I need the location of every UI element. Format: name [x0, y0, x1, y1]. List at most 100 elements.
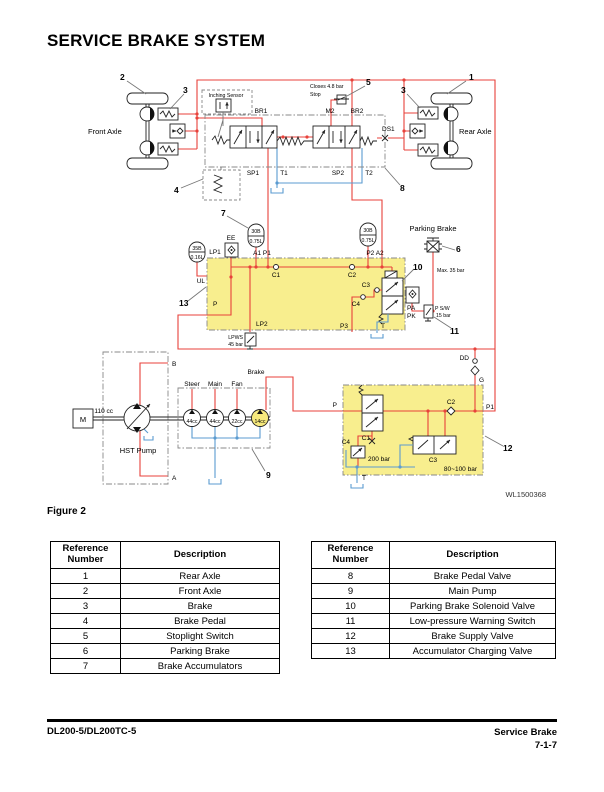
accumulator-35b: 35B 0.16L — [188, 241, 206, 263]
test-port-c3 — [374, 287, 380, 293]
relief-pressure-label: 200 bar — [368, 456, 391, 463]
reducing-valve-c3 — [407, 436, 457, 455]
callout-5: 5 — [366, 77, 371, 87]
port-t1: T1 — [280, 170, 288, 177]
footer-page-number: 7-1-7 — [534, 740, 557, 752]
motor-box — [72, 408, 94, 429]
port-pk: PK — [407, 313, 416, 320]
brake-system-schematic: Front Axle Rear Axle — [72, 72, 513, 489]
pedal-valve-spool-1 — [229, 125, 278, 149]
test-port-c2 — [349, 264, 355, 270]
port-p-supply: P — [333, 402, 337, 409]
svg-text:22cc: 22cc — [232, 419, 243, 425]
port-tb: T — [362, 475, 366, 482]
port-c4: C4 — [352, 301, 361, 308]
parking-brake-label: Parking Brake — [409, 224, 456, 233]
col-header-desc: Description — [389, 541, 556, 569]
hst-pump-label: HST Pump — [120, 446, 157, 455]
svg-text:30B: 30B — [251, 229, 261, 235]
main-pump-label: Main — [208, 381, 222, 388]
port-br1: BR1 — [255, 108, 268, 115]
port-p2-a2: P2 A2 — [366, 250, 384, 257]
reduced-pressure-label: 80~100 bar — [444, 466, 478, 473]
front-brake-disc-top — [150, 107, 155, 121]
port-ee: EE — [227, 235, 236, 242]
figure-caption: Figure 2 — [47, 506, 86, 517]
figure-code: WL1500368 — [505, 490, 546, 499]
inching-sensor-symbol — [215, 98, 232, 113]
port-m2: M2 — [325, 108, 334, 115]
lpws-pressure: 45 bar — [228, 342, 243, 348]
parking-solenoid-valve — [378, 270, 404, 325]
gear-pump-enclosure — [177, 387, 271, 449]
low-pressure-warning-switch: LPWS 45 bar — [228, 332, 257, 350]
col-header-desc: Description — [120, 541, 280, 569]
callout-11: 11 — [450, 326, 459, 336]
callout-3-front: 3 — [183, 85, 188, 95]
port-c2: C2 — [348, 272, 357, 279]
hst-enclosure — [102, 351, 169, 485]
brake-accumulators: 35B 0.16L 30B 0.75L 30B 0.75L — [188, 222, 377, 263]
charging-spool-valve — [358, 384, 384, 432]
port-t: T — [381, 323, 385, 330]
pressure-lines — [139, 78, 496, 477]
svg-text:35B: 35B — [192, 246, 202, 252]
stoplight-note-1: Closes 4.8 bar — [310, 84, 344, 90]
check-valve-c2 — [446, 406, 456, 416]
psw-pressure: 15 bar — [436, 313, 451, 319]
callout-9: 9 — [266, 470, 271, 480]
port-p1: P1 — [486, 404, 494, 411]
gear-pump-brake: 14cc — [251, 409, 269, 427]
callout-2: 2 — [120, 72, 125, 82]
port-p: P — [213, 301, 217, 308]
psw-label: P S/W — [435, 306, 450, 312]
callout-12: 12 — [503, 443, 513, 453]
rear-axle-label: Rear Axle — [459, 127, 492, 136]
svg-text:0.16L: 0.16L — [191, 255, 204, 261]
port-sp2: SP2 — [332, 170, 345, 177]
port-b: B — [172, 361, 176, 368]
fan-pump-label: Fan — [231, 381, 243, 388]
svg-text:44cc: 44cc — [187, 419, 198, 425]
footer-rule — [47, 719, 557, 722]
port-ul: UL — [197, 278, 206, 285]
brake-supply-valve: DD G C1 C4 200 bar — [333, 355, 494, 489]
gear-pump-main: 44cc — [206, 409, 224, 427]
rear-axle: Rear Axle — [409, 92, 492, 170]
svg-text:30B: 30B — [363, 228, 373, 234]
svg-text:14cc: 14cc — [255, 419, 266, 425]
accumulator-30b-left: 30B 0.75L — [247, 223, 265, 248]
callout-8: 8 — [400, 183, 405, 193]
callout-4: 4 — [174, 185, 179, 195]
port-lp1: LP1 — [209, 249, 221, 256]
front-axle: Front Axle — [88, 92, 186, 170]
inching-sensor-box — [201, 89, 253, 115]
rear-shuttle-valve — [409, 123, 426, 139]
max-pressure-label: Max. 35 bar — [437, 268, 465, 274]
pedal-valve-spool-2 — [312, 125, 361, 149]
port-sp1: SP1 — [247, 170, 260, 177]
port-c2b: C2 — [447, 399, 456, 406]
footer-section: Service Brake — [494, 727, 557, 738]
front-axle-label: Front Axle — [88, 127, 122, 136]
rear-brake-cylinders — [417, 106, 439, 157]
parking-brake-symbol — [424, 237, 442, 253]
stoplight-switch: Closes 4.8 bar Stop — [310, 84, 349, 105]
lpws-label: LPWS — [228, 335, 243, 341]
front-shuttle-valve — [169, 123, 186, 139]
rear-brake-disc-bottom — [443, 141, 448, 155]
callout-10: 10 — [413, 262, 423, 272]
callout-3-rear: 3 — [401, 85, 406, 95]
brake-pedal-valve: Inching Sensor BR1 M2 — [201, 89, 395, 177]
callout-1: 1 — [469, 72, 474, 82]
pa-pk-check-valve — [405, 286, 420, 304]
motor-label: M — [80, 415, 86, 424]
